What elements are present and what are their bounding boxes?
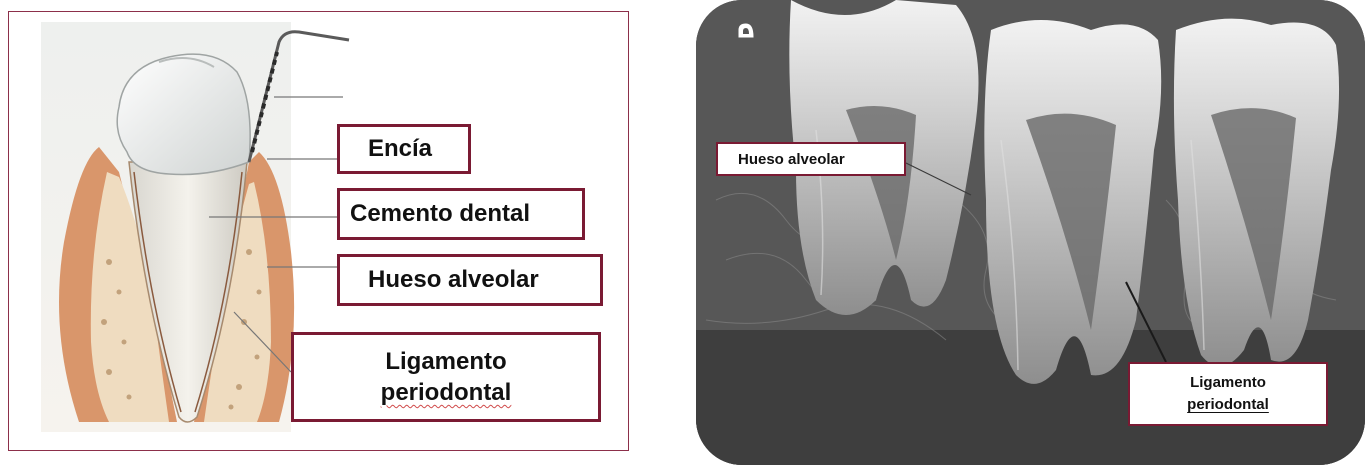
radiograph-label-ligamento-periodontal: Ligamento periodontal: [1128, 362, 1328, 426]
label-ligamento-line1: Ligamento: [385, 346, 506, 377]
label-cemento-text: Cemento dental: [350, 200, 530, 228]
radiograph-orientation-marker-icon: [736, 22, 756, 40]
label-hueso-alveolar: Hueso alveolar: [337, 254, 603, 306]
label-ligamento-periodontal: Ligamento periodontal: [291, 332, 601, 422]
label-encia: Encía: [337, 124, 471, 174]
radiograph-label-hueso-alveolar: Hueso alveolar: [716, 142, 906, 176]
tooth-crown: [117, 54, 250, 174]
label-ligamento-line2: periodontal: [381, 377, 512, 408]
radiograph-panel: Hueso alveolar Ligamento periodontal: [696, 0, 1365, 465]
label-hueso-text: Hueso alveolar: [368, 266, 539, 294]
label-encia-text: Encía: [368, 135, 432, 163]
tooth-anatomy-panel: Encía Cemento dental Hueso alveolar Liga…: [8, 11, 629, 451]
label-cemento-dental: Cemento dental: [337, 188, 585, 240]
radiograph-label-hueso-text: Hueso alveolar: [738, 151, 845, 168]
radiograph-label-ligamento-line2: periodontal: [1187, 394, 1269, 416]
radiograph-label-ligamento-line1: Ligamento: [1190, 372, 1266, 394]
